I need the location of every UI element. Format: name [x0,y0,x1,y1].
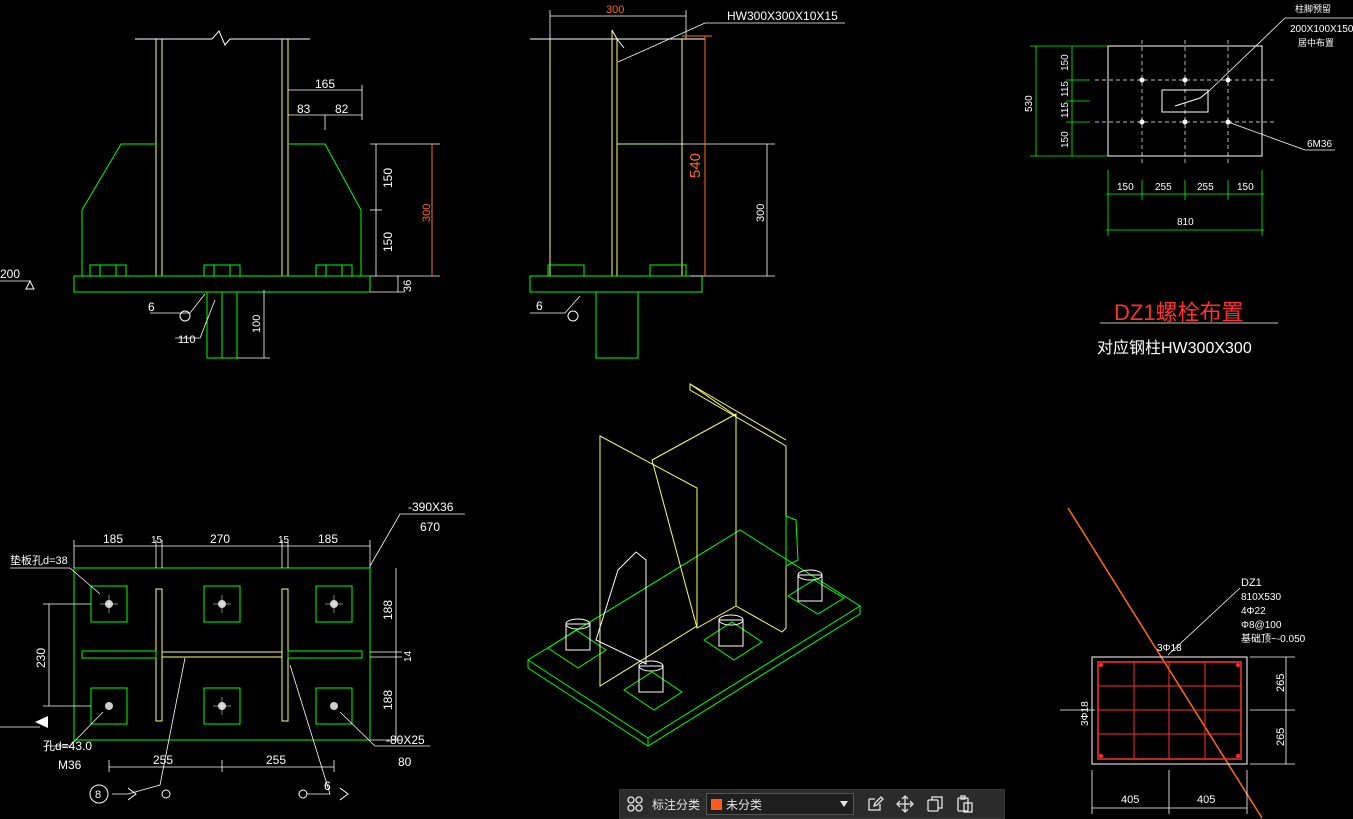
plan-dim-a: 185 [103,532,123,546]
section-size: 810X530 [1241,592,1281,603]
side-dim-weld: 6 [536,299,543,313]
side-section-label: HW300X300X10X15 [727,9,838,23]
annotation-category-label: 标注分类 [652,797,701,812]
move-button[interactable] [890,790,920,818]
plan-dim-right-top: 188 [381,600,395,620]
section-dim-h1: 405 [1121,794,1139,806]
side-dim-height: 540 [687,153,704,178]
section-dim-h2: 405 [1197,794,1215,806]
front-dim-weld: 6 [148,300,155,314]
plan-washer-label: -80X25 [386,733,425,747]
bolt-dim-h1: 150 [1117,182,1134,193]
annotation-toolbar: 标注分类 未分类 [619,789,1005,819]
grid-icon [627,796,643,812]
section-dim-v2: 265 [1275,728,1287,746]
plan-hole-label: 垫板孔d=38 [10,553,68,567]
bolt-dim-h2: 255 [1155,182,1172,193]
bolt-dim-h4: 150 [1237,182,1254,193]
bolt-layout [1030,17,1353,324]
plan-dim-right-bottom: 188 [381,690,395,710]
edit-icon [868,796,884,811]
plan-plate-label: -390X36 [408,500,454,514]
front-dim-left: 83 [297,102,311,116]
bolt-dim-v4: 150 [1060,131,1071,148]
front-dim-lug: 110 [178,334,196,346]
move-icon [896,795,914,813]
grid-button[interactable] [620,790,650,818]
section-side-bars: 3Φ18 [1080,701,1091,726]
plan-weld-label: 6 [324,779,331,793]
bolt-dim-total: 810 [1177,217,1194,228]
front-view [0,30,440,359]
plan-bolt-hole: 孔d=43.0 [43,739,92,753]
side-dim-stiff: 300 [755,204,767,222]
plan-dim-right-mid: 14 [403,650,414,662]
front-dim-upper: 150 [381,168,395,188]
front-dim-total: 300 [421,204,433,222]
front-edge-label: 200 [0,267,20,281]
annotation-category-select[interactable]: 未分类 [706,793,855,815]
side-view [529,10,845,359]
plan-view [0,513,465,804]
category-color-swatch [711,798,723,810]
plan-dim-d: 15 [278,535,290,546]
section-dim-v1: 265 [1275,674,1287,692]
front-dim-right: 82 [335,102,349,116]
plan-dim-c: 270 [210,532,230,546]
bolt-note-top2: 200X100X150 [1290,24,1353,35]
bolt-dim-v1: 150 [1060,54,1071,71]
bolt-dim-v-total: 530 [1024,95,1035,112]
section-title: DZ1 [1241,577,1262,589]
plan-dim-bottom-left: 255 [153,753,173,767]
plan-circle-label: 8 [95,789,101,801]
section-elevation: 基础顶~-0.050 [1241,632,1306,645]
bolt-note-bolts: 6M36 [1307,139,1332,150]
bolt-dim-h3: 255 [1197,182,1214,193]
plan-dim-bottom-right: 255 [266,753,286,767]
bolt-dim-v3: 115 [1060,102,1071,118]
plan-plate-sub: 670 [420,520,440,534]
bolt-note-top1: 柱脚预留 [1295,3,1331,14]
plan-dim-left: 230 [34,648,48,668]
side-dim-width: 300 [606,4,624,16]
section-rebar-main: 4Φ22 [1241,606,1266,617]
bolt-note-top3: 居中布置 [1298,37,1334,48]
front-dim-top: 165 [315,77,335,91]
plan-bolt-size: M36 [58,758,82,772]
isometric-view [527,383,861,747]
plan-washer-sub: 80 [398,755,412,769]
annotation-category-value: 未分类 [726,797,763,812]
copy-icon [927,796,943,812]
column-section [1060,507,1295,819]
section-stirrup: Φ8@100 [1241,620,1282,631]
front-dim-lug-height: 100 [251,315,263,333]
paste-icon [957,795,973,813]
front-dim-lower: 150 [381,232,395,252]
copy-button[interactable] [920,790,950,818]
bolt-layout-subtitle: 对应钢柱HW300X300 [1097,338,1252,357]
paste-button[interactable] [950,790,980,818]
section-top-bars: 3Φ18 [1157,643,1182,654]
plan-dim-b: 15 [151,535,163,546]
bolt-dim-v2: 115 [1060,81,1071,97]
bolt-layout-title: DZ1螺栓布置 [1114,300,1244,325]
front-dim-plate: 36 [402,280,414,292]
edit-button[interactable] [860,790,890,818]
chevron-down-icon [840,801,849,807]
plan-dim-e: 185 [318,532,338,546]
